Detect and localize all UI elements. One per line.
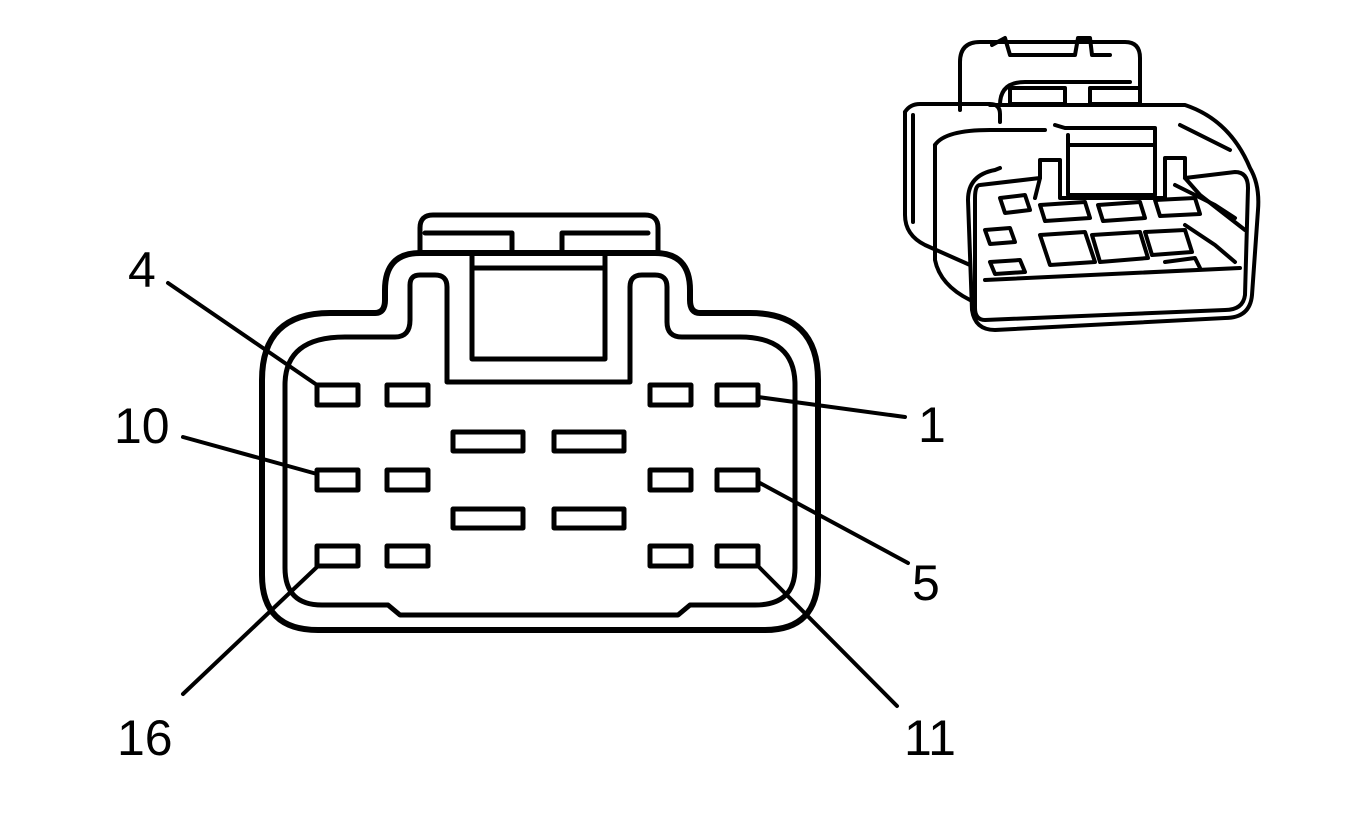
leader-line-pin-5 bbox=[756, 480, 910, 565]
connector-3d-latch-slot-right bbox=[1088, 86, 1142, 106]
locking-tab bbox=[417, 212, 661, 256]
housing-inner-outline bbox=[282, 272, 798, 618]
pin-label-1: 1 bbox=[918, 397, 946, 453]
connector-3d-latch bbox=[958, 40, 1142, 112]
cavity-pin-6 bbox=[647, 467, 694, 493]
leader-line-pin-11 bbox=[756, 564, 899, 708]
connector-3d-shell-top-edge bbox=[933, 123, 1232, 152]
connector-3d-rear-body bbox=[903, 110, 972, 267]
connector-3d-latch-ramp bbox=[998, 80, 1132, 107]
locking-tab-detail-right bbox=[559, 230, 651, 256]
cavity-pin-9 bbox=[384, 467, 431, 493]
cavity-pin-15 bbox=[384, 543, 431, 569]
terminal-cavities bbox=[314, 382, 761, 569]
connector-3d-rear-top bbox=[903, 102, 1002, 124]
leader-line-pin-1 bbox=[756, 395, 907, 419]
housing-outer-outline bbox=[259, 250, 821, 633]
connector-3d-terminals-row-3 bbox=[988, 256, 1202, 276]
connector-3d-center-window bbox=[1053, 123, 1157, 197]
connector-3d-latch-slot-left bbox=[1008, 86, 1067, 106]
cavity-pin-3 bbox=[384, 382, 431, 408]
leader-lines bbox=[166, 281, 910, 708]
cavity-pin-2 bbox=[647, 382, 694, 408]
cavity-pin-12 bbox=[647, 543, 694, 569]
cavity-pin-10 bbox=[314, 467, 361, 493]
pin-labels: 4 10 16 1 5 11 bbox=[114, 242, 956, 766]
pin-label-16: 16 bbox=[117, 710, 173, 766]
pin-label-5: 5 bbox=[912, 555, 940, 611]
connector-3d-latch-top bbox=[990, 36, 1112, 57]
connector-3d-floor-line bbox=[983, 266, 1242, 282]
latch-window bbox=[469, 250, 608, 362]
cavity-large-lower-left bbox=[450, 506, 526, 531]
connector-3d-opening bbox=[973, 156, 1250, 322]
cavity-large-lower-right bbox=[551, 506, 627, 531]
connector-3d-shell-left-edge bbox=[933, 143, 972, 302]
cavity-pin-1 bbox=[714, 382, 761, 408]
cavity-pin-16 bbox=[314, 543, 361, 569]
pin-label-10: 10 bbox=[114, 398, 170, 454]
locking-tab-detail-left bbox=[422, 230, 515, 256]
pin-label-11: 11 bbox=[904, 710, 956, 766]
connector-3d-terminals-row-2 bbox=[983, 223, 1237, 267]
connector-face-view bbox=[166, 212, 910, 708]
cavity-pin-11 bbox=[714, 543, 761, 569]
cavity-pin-4 bbox=[314, 382, 361, 408]
cavity-pin-5 bbox=[714, 467, 761, 493]
pin-label-4: 4 bbox=[128, 242, 156, 298]
leader-line-pin-16 bbox=[181, 564, 320, 696]
cavity-large-upper-left bbox=[450, 429, 526, 454]
connector-3d-side-rib bbox=[1033, 176, 1247, 232]
connector-3d-view bbox=[903, 36, 1261, 332]
leader-line-pin-4 bbox=[166, 281, 319, 387]
leader-line-pin-10 bbox=[181, 435, 319, 476]
connector-3d-shell-outer bbox=[966, 103, 1261, 332]
cavity-large-upper-right bbox=[551, 429, 627, 454]
